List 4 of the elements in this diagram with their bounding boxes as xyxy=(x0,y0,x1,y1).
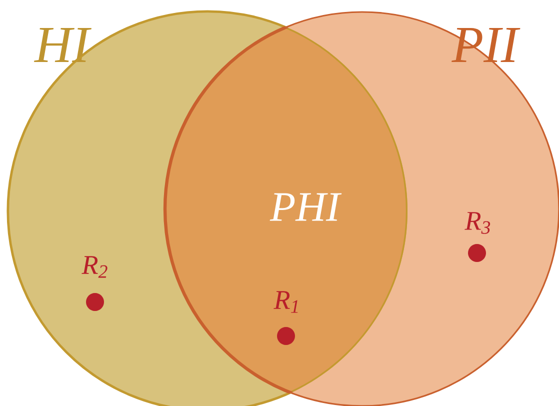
region-label: R$_{2}$ xyxy=(82,256,108,278)
region-label: PHI xyxy=(270,193,342,221)
region-label: R$_{1}$ xyxy=(274,291,298,313)
region-label: R$_{3}$ xyxy=(464,212,490,234)
